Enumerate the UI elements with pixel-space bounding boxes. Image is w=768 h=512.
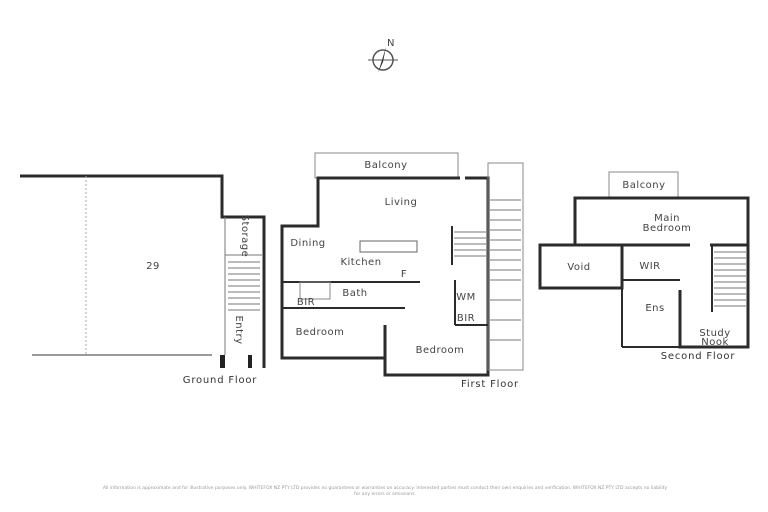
- lot-number: 29: [146, 261, 160, 272]
- room-dining: Dining: [290, 238, 325, 249]
- room-balcony-2: Balcony: [622, 180, 665, 191]
- room-main-bedroom-line2: Bedroom: [643, 223, 692, 234]
- first-floor-plan: Balcony Living Dining Kitchen F Bath BIR…: [280, 152, 524, 390]
- room-bir-2: BIR: [457, 313, 475, 324]
- second-floor-plan: Balcony Main Bedroom Void WIR Ens Study …: [538, 171, 750, 362]
- room-entry: Entry: [233, 315, 244, 344]
- room-study-line2: Nook: [701, 337, 729, 348]
- room-bir-1: BIR: [297, 297, 315, 308]
- compass-label: N: [387, 38, 395, 49]
- compass-icon: N: [368, 38, 398, 73]
- room-bedroom-1: Bedroom: [296, 327, 345, 338]
- room-wm: WM: [456, 292, 476, 303]
- ground-floor-plan: 29 Storage Entry Ground Floor: [20, 174, 266, 386]
- room-kitchen: Kitchen: [340, 257, 381, 268]
- room-study-line1: Study: [699, 328, 730, 339]
- room-main-bedroom-line1: Main: [654, 213, 680, 224]
- disclaimer: All information is approximate and for i…: [102, 486, 668, 497]
- ground-floor-title: Ground Floor: [183, 375, 258, 386]
- room-storage: Storage: [239, 215, 250, 258]
- room-wir: WIR: [639, 261, 660, 272]
- second-floor-title: Second Floor: [661, 351, 736, 362]
- room-balcony: Balcony: [364, 160, 407, 171]
- room-void: Void: [567, 262, 590, 273]
- room-ens: Ens: [645, 303, 664, 314]
- room-bath: Bath: [342, 288, 367, 299]
- room-living: Living: [385, 197, 418, 208]
- first-floor-title: First Floor: [461, 379, 519, 390]
- room-bedroom-2: Bedroom: [416, 345, 465, 356]
- fridge-label: F: [401, 269, 407, 280]
